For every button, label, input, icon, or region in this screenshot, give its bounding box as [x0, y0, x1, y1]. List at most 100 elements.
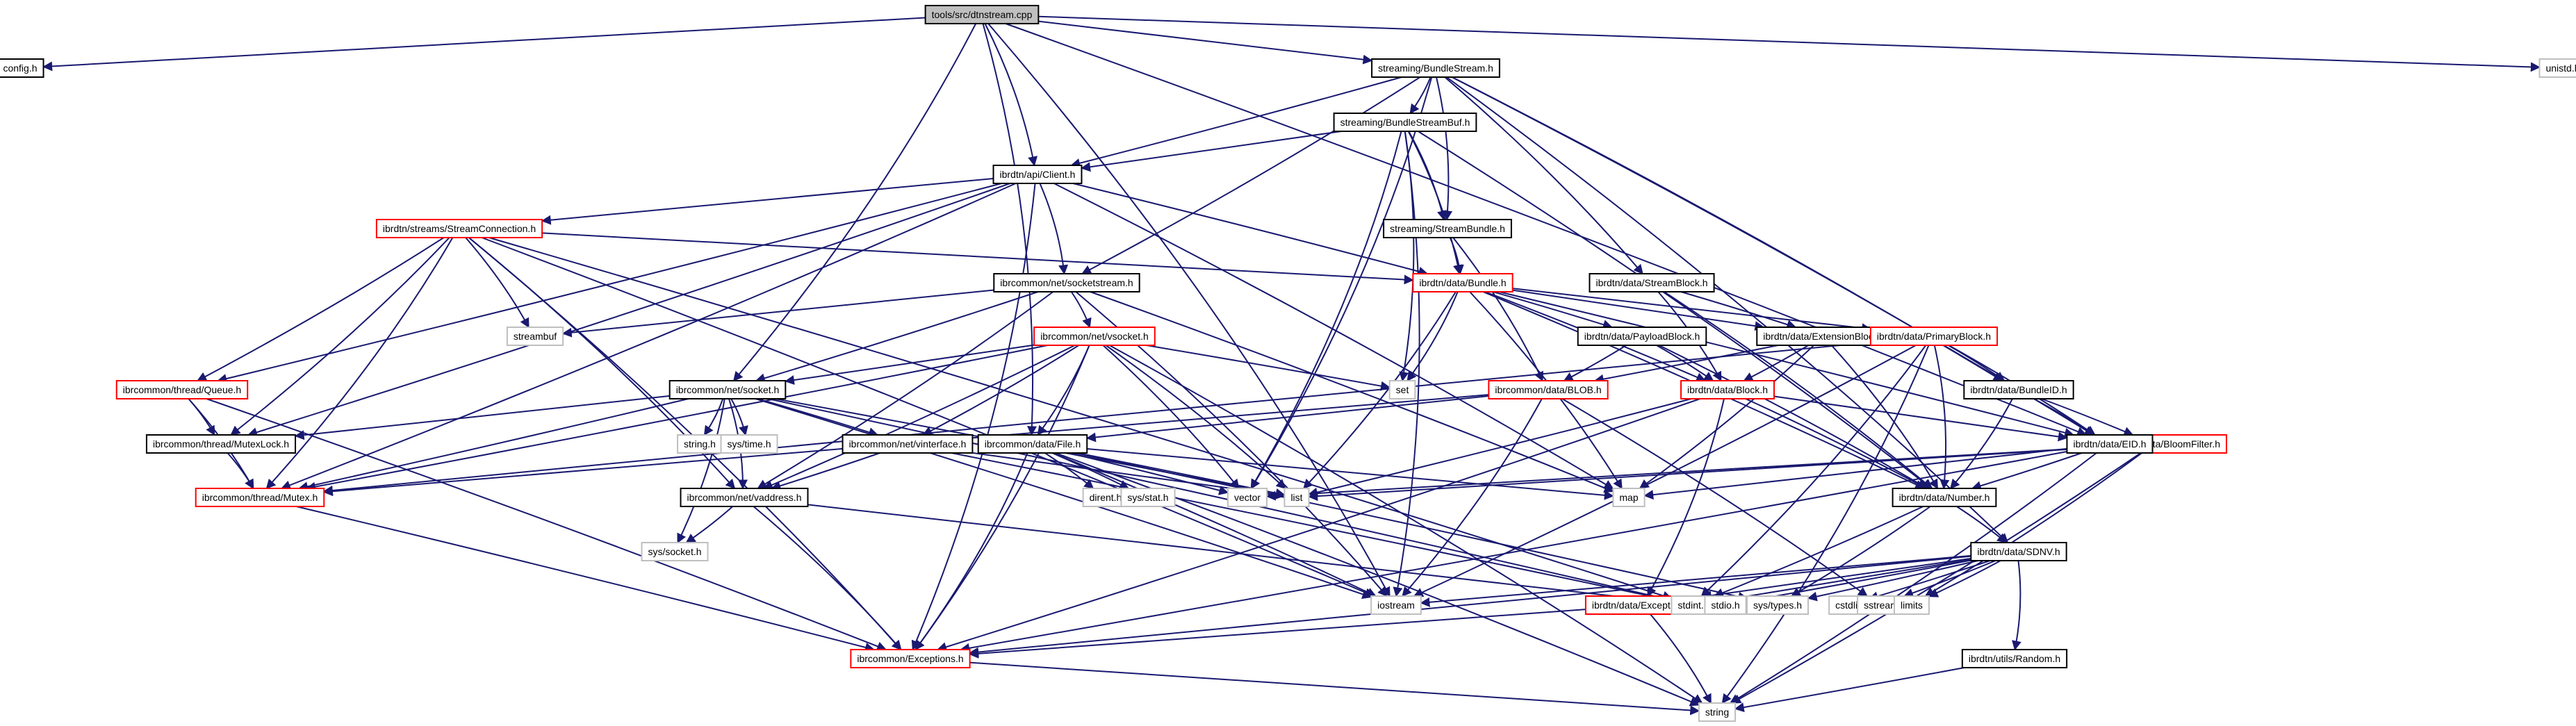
- node-mutex[interactable]: ibrcommon/thread/Mutex.h: [195, 488, 325, 507]
- edge-file-to-dirent: [1044, 452, 1094, 489]
- edge-streamconnection-to-iostream: [481, 237, 1375, 597]
- node-commonexceptions[interactable]: ibrcommon/Exceptions.h: [850, 649, 971, 668]
- node-vinterface[interactable]: ibrcommon/net/vinterface.h: [842, 434, 974, 454]
- edge-blob-to-file: [1085, 395, 1489, 443]
- edge-client-to-map: [1053, 183, 1614, 490]
- edge-streamconnection-to-streambuf: [465, 237, 530, 329]
- edge-client-to-bundle: [1072, 183, 1429, 277]
- edge-client-to-queue: [217, 183, 1002, 383]
- node-box: [1963, 380, 2074, 399]
- edge-bloomfilter-to-string: [1731, 452, 2142, 704]
- nodes-layer: tools/src/dtnstream.cppconfig.hunistd.hs…: [0, 5, 2576, 722]
- edge-block-to-eid: [1773, 395, 2068, 442]
- node-label: ibrdtn/data/Block.h: [1687, 384, 1768, 395]
- node-label: streaming/BundleStream.h: [1378, 63, 1493, 74]
- node-payloadblock[interactable]: ibrdtn/data/PayloadBlock.h: [1577, 327, 1707, 346]
- edge-primaryblock-to-string: [1721, 345, 1930, 704]
- edge-bundle-to-set: [1406, 291, 1459, 382]
- edge-bundlestreambuf-to-set: [1399, 131, 1415, 382]
- edge-file-to-vector: [1068, 452, 1229, 495]
- node-label: streaming/StreamBundle.h: [1390, 223, 1505, 234]
- node-socket[interactable]: ibrcommon/net/socket.h: [668, 380, 787, 399]
- node-label: sstream: [1864, 600, 1898, 611]
- edge-blob-to-iostream: [1402, 398, 1543, 597]
- node-config[interactable]: config.h: [0, 58, 44, 78]
- node-mutexlock[interactable]: ibrcommon/thread/MutexLock.h: [145, 434, 297, 454]
- edge-extensionblock-to-number: [1830, 345, 1939, 490]
- node-label: ibrdtn/api/Client.h: [1000, 169, 1076, 180]
- edge-vaddress-to-syssocket: [685, 506, 733, 543]
- edge-vsocket-to-socket: [784, 344, 1035, 386]
- edge-dtnstream-to-bundlestream: [1038, 20, 1373, 65]
- node-label: ibrdtn/data/StreamBlock.h: [1595, 277, 1707, 288]
- node-box: [1120, 488, 1176, 507]
- node-block[interactable]: ibrdtn/data/Block.h: [1680, 380, 1775, 399]
- node-box: [1333, 113, 1477, 132]
- node-blob[interactable]: ibrcommon/data/BLOB.h: [1488, 380, 1609, 399]
- node-file[interactable]: ibrcommon/data/File.h: [977, 434, 1088, 454]
- node-random[interactable]: ibrdtn/utils/Random.h: [1961, 649, 2068, 668]
- edge-socket-to-syssocket: [677, 398, 725, 544]
- edge-primaryblock-to-bundleid: [1948, 345, 2005, 381]
- edge-client-to-socketstream: [1039, 183, 1069, 275]
- node-box: [115, 380, 249, 399]
- node-box: [641, 542, 709, 561]
- node-bundlestreambuf[interactable]: streaming/BundleStreamBuf.h: [1333, 113, 1477, 132]
- node-box: [842, 434, 974, 454]
- node-box: [1869, 327, 1999, 346]
- edge-vaddress-to-stdint: [807, 504, 1673, 607]
- edge-bundle-to-eid: [1498, 291, 2075, 438]
- node-bundleid[interactable]: ibrdtn/data/BundleID.h: [1963, 380, 2074, 399]
- node-box: [1961, 649, 2068, 668]
- node-streamblock[interactable]: ibrdtn/data/StreamBlock.h: [1589, 273, 1715, 292]
- edge-dataexceptions-to-string: [1650, 613, 1712, 704]
- edge-bundlestreambuf-to-client: [1081, 131, 1342, 172]
- node-eid[interactable]: ibrdtn/data/EID.h: [2066, 434, 2153, 454]
- edge-dtnstream-to-client: [984, 23, 1038, 167]
- edge-blob-to-sstream: [1561, 398, 1869, 597]
- node-streambundle[interactable]: streaming/StreamBundle.h: [1383, 219, 1512, 238]
- node-set: set: [1388, 380, 1416, 399]
- node-queue[interactable]: ibrcommon/thread/Queue.h: [115, 380, 249, 399]
- node-label: streambuf: [514, 331, 557, 342]
- edge-block-to-list: [1308, 398, 1692, 497]
- node-box: [1388, 380, 1416, 399]
- node-box: [1283, 488, 1310, 507]
- edge-bundlestream-to-vector: [1250, 76, 1433, 490]
- edges-layer: [42, 15, 2541, 716]
- node-label: ibrcommon/net/socket.h: [676, 384, 780, 395]
- edge-mutex-to-commonexceptions: [296, 506, 875, 652]
- edge-socket-to-mutex: [298, 398, 689, 492]
- node-dtnstream[interactable]: tools/src/dtnstream.cpp: [924, 5, 1040, 24]
- node-vaddress[interactable]: ibrcommon/net/vaddress.h: [680, 488, 809, 507]
- edge-sdnv-to-sstream: [1903, 560, 1996, 598]
- edge-sdnv-to-random: [2012, 560, 2021, 651]
- node-bundlestream[interactable]: streaming/BundleStream.h: [1371, 58, 1500, 78]
- node-client[interactable]: ibrdtn/api/Client.h: [992, 165, 1083, 184]
- node-label: list: [1290, 492, 1302, 503]
- edge-extensionblock-to-map: [1639, 345, 1814, 489]
- edge-socketstream-to-vsocket: [1070, 291, 1092, 329]
- edge-client-to-streamconnection: [541, 177, 994, 225]
- edge-vinterface-to-vaddress: [771, 452, 880, 490]
- node-label: iostream: [1377, 600, 1415, 611]
- node-socketstream[interactable]: ibrcommon/net/socketstream.h: [993, 273, 1140, 292]
- node-label: map: [1619, 492, 1638, 503]
- node-streamconnection[interactable]: ibrdtn/streams/StreamConnection.h: [375, 219, 543, 238]
- edge-queue-to-commonexceptions: [206, 398, 887, 651]
- node-number[interactable]: ibrdtn/data/Number.h: [1892, 488, 1997, 507]
- edge-bundlestream-to-sdnv: [1446, 76, 2009, 543]
- node-primaryblock[interactable]: ibrdtn/data/PrimaryBlock.h: [1869, 327, 1999, 346]
- node-vsocket[interactable]: ibrcommon/net/vsocket.h: [1033, 327, 1156, 346]
- edge-streamconnection-to-bundle: [542, 232, 1414, 285]
- node-box: [993, 273, 1140, 292]
- edge-sdnv-to-dataexceptions: [1701, 557, 1971, 601]
- edge-sdnv-to-commonexceptions: [969, 555, 1971, 657]
- node-map: map: [1612, 488, 1646, 507]
- edge-eid-to-number: [1971, 452, 2083, 490]
- node-sdnv[interactable]: ibrdtn/data/SDNV.h: [1970, 542, 2067, 561]
- node-box: [992, 165, 1083, 184]
- edge-socket-to-vinterface: [757, 398, 879, 437]
- node-bundle[interactable]: ibrdtn/data/Bundle.h: [1412, 273, 1513, 292]
- node-label: config.h: [3, 63, 37, 74]
